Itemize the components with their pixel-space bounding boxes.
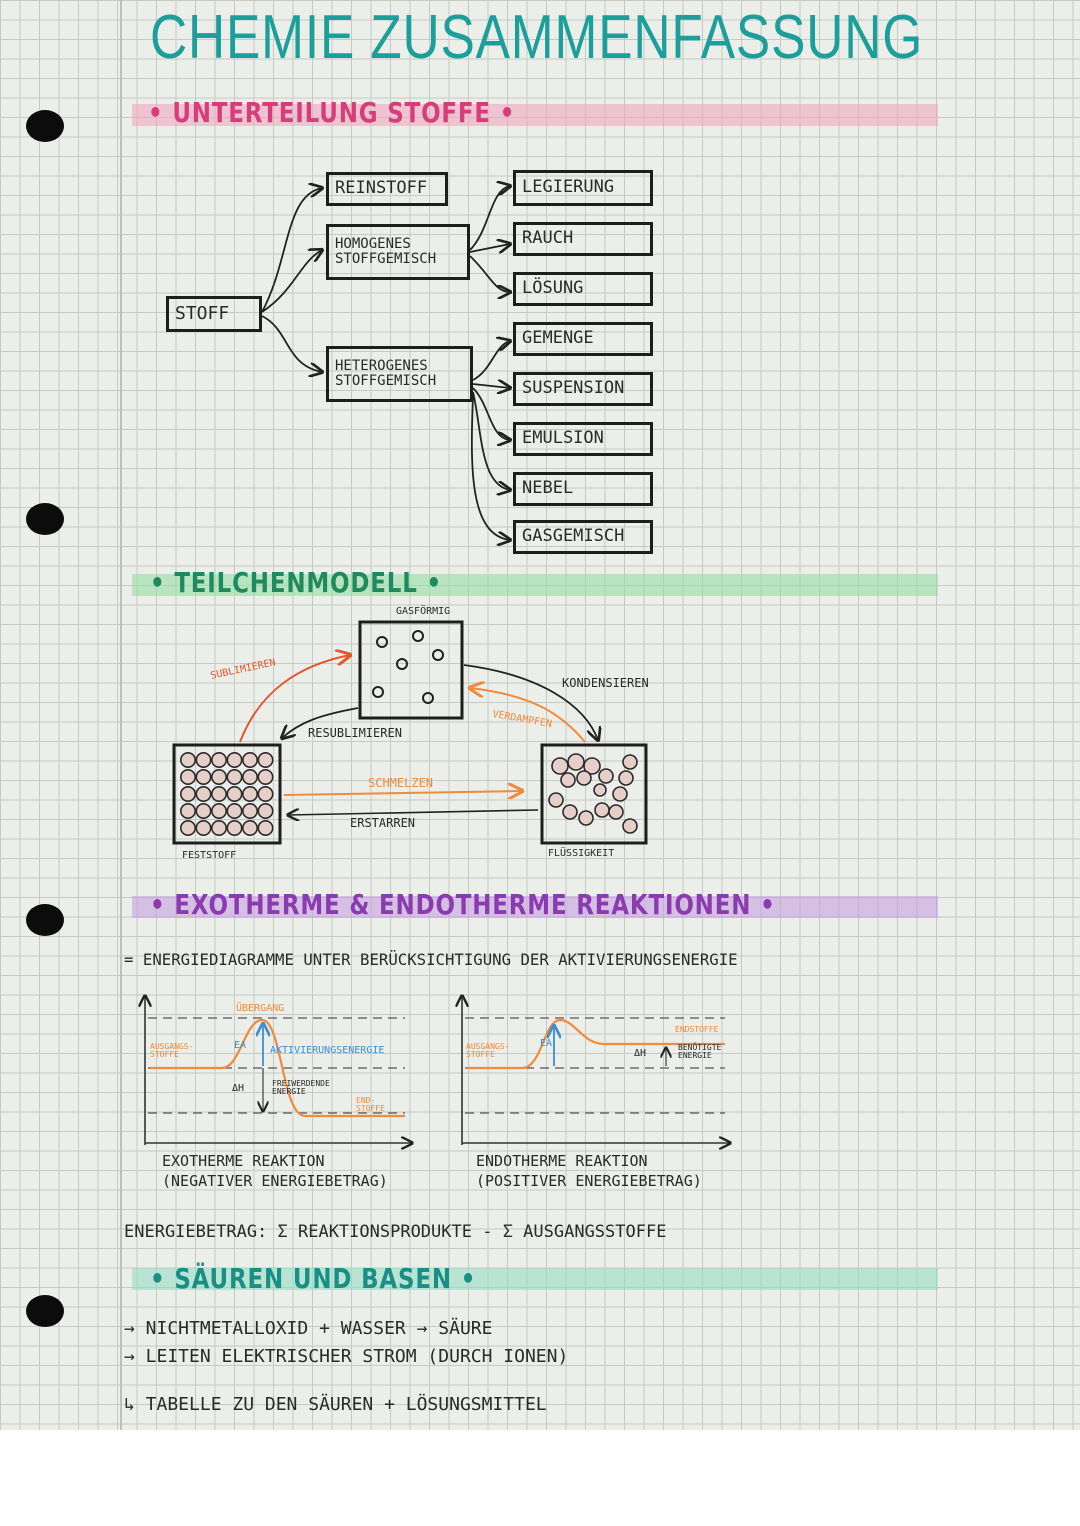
label-exo-ea: EA (234, 1040, 247, 1051)
classification-arrows (261, 0, 1080, 1430)
solid-particle (257, 802, 274, 819)
solid-particle (195, 819, 212, 836)
box-gemenge: GEMENGE (513, 322, 653, 356)
box-heterogenes-stoffgemisch: HETEROGENES STOFFGEMISCH (326, 346, 473, 402)
saeuren-line-3: ↳ TABELLE ZU DEN SÄUREN + LÖSUNGSMITTEL (124, 1394, 547, 1415)
endo-caption-line2: (POSITIVER ENERGIEBETRAG) (476, 1171, 702, 1190)
box-stoff: STOFF (166, 296, 262, 332)
section-heading-reaktionen: • EXOTHERME & ENDOTHERME REAKTIONEN • (150, 888, 776, 921)
solid-particle (180, 802, 197, 819)
heading-highlight (132, 896, 938, 918)
saeuren-line-2: → LEITEN ELEKTRISCHER STROM (DURCH IONEN… (124, 1346, 569, 1367)
solid-particle (226, 751, 243, 768)
label-aktivierungsenergie: AKTIVIERUNGSENERGIE (270, 1045, 385, 1056)
label-erstarren: ERSTARREN (350, 816, 416, 830)
label-feststoff: FESTSTOFF (182, 850, 237, 861)
solid-particle (226, 802, 243, 819)
section-heading-teilchen: • TEILCHENMODELL • (150, 566, 442, 599)
endo-caption-line1: ENDOTHERME REAKTION (476, 1152, 648, 1170)
label-benoetigte-energie: BENÖTIGTE ENERGIE (678, 1043, 722, 1060)
box-loesung: LÖSUNG (513, 272, 653, 306)
punch-hole (26, 904, 64, 936)
solid-particle (211, 819, 228, 836)
solid-particle (257, 768, 274, 785)
heading-highlight (132, 574, 938, 596)
energy-diagrams (0, 0, 1080, 1430)
label-uebergang: ÜBERGANG (236, 1003, 285, 1014)
label-exo-endstoffe: END-STOFFE (356, 1096, 385, 1113)
solid-particle (226, 819, 243, 836)
solid-particle (242, 785, 259, 802)
label-schmelzen: SCHMELZEN (368, 776, 434, 790)
label-endo-dh: ΔH (634, 1048, 647, 1059)
solid-particle (195, 785, 212, 802)
solid-particle (195, 802, 212, 819)
solid-particle (226, 785, 243, 802)
saeuren-line-1: → NICHTMETALLOXID + WASSER → SÄURE (124, 1318, 493, 1339)
solid-particle (195, 768, 212, 785)
exo-caption-line1: EXOTHERME REAKTION (162, 1152, 325, 1170)
box-legierung: LEGIERUNG (513, 170, 653, 206)
margin-line (120, 0, 122, 1430)
label-fluessigkeit: FLÜSSIGKEIT (548, 848, 615, 859)
exo-caption: EXOTHERME REAKTION (NEGATIVER ENERGIEBET… (162, 1152, 388, 1191)
solid-particle (257, 819, 274, 836)
box-gasgemisch: GASGEMISCH (513, 520, 653, 554)
heading-highlight (132, 104, 938, 126)
box-line: HETEROGENES (335, 358, 428, 375)
label-exo-dh: ΔH (232, 1083, 245, 1094)
solid-particle (211, 751, 228, 768)
exo-caption-line2: (NEGATIVER ENERGIEBETRAG) (162, 1171, 388, 1190)
solid-particle (211, 768, 228, 785)
particle-model-diagram (172, 620, 648, 845)
solid-particle (211, 802, 228, 819)
label-endo-endstoffe: ENDSTOFFE (675, 1025, 719, 1034)
solid-particle (242, 751, 259, 768)
solid-particle (226, 768, 243, 785)
section-heading-saeuren: • SÄUREN UND BASEN • (150, 1262, 477, 1295)
solid-particle (211, 785, 228, 802)
label-endo-ausgangsstoffe: AUSGANGS-STOFFE (466, 1042, 510, 1059)
solid-particle (257, 751, 274, 768)
section-heading-stoffe: • UNTERTEILUNG STOFFE • (148, 96, 516, 129)
solid-particle (257, 785, 274, 802)
endo-caption: ENDOTHERME REAKTION (POSITIVER ENERGIEBE… (476, 1152, 702, 1191)
punch-hole (26, 503, 64, 535)
box-nebel: NEBEL (513, 472, 653, 506)
box-rauch: RAUCH (513, 222, 653, 256)
reaktionen-subtitle: = ENERGIEDIAGRAMME UNTER BERÜCKSICHTIGUN… (124, 950, 738, 969)
solid-particle (195, 751, 212, 768)
label-exo-ausgangsstoffe: AUSGANGS-STOFFE (150, 1042, 194, 1059)
energiebetrag-formula: ENERGIEBETRAG: Σ REAKTIONSPRODUKTE - Σ A… (124, 1222, 667, 1242)
solid-particle (180, 819, 197, 836)
solid-particle (180, 768, 197, 785)
heading-highlight (132, 1268, 938, 1290)
box-emulsion: EMULSION (513, 422, 653, 456)
box-homogenes-stoffgemisch: HOMOGENES STOFFGEMISCH (326, 224, 470, 280)
punch-hole (26, 110, 64, 142)
label-gasfoermig: GASFÖRMIG (396, 606, 451, 617)
box-line: STOFFGEMISCH (335, 373, 437, 389)
label-endo-ea: EA (540, 1038, 553, 1049)
box-suspension: SUSPENSION (513, 372, 653, 406)
box-line: HOMOGENES (335, 236, 411, 253)
notebook-page: CHEMIE ZUSAMMENFASSUNG • UNTERTEILUNG ST… (0, 0, 1080, 1430)
solid-particle (180, 751, 197, 768)
label-freiwerdende-energie: FREIWERDENDE ENERGIE (272, 1079, 330, 1096)
box-line: STOFFGEMISCH (335, 251, 437, 267)
page-title: CHEMIE ZUSAMMENFASSUNG (150, 3, 924, 72)
label-resublimieren: RESUBLIMIEREN (308, 726, 402, 740)
solid-particle (242, 768, 259, 785)
punch-hole (26, 1295, 64, 1327)
solid-particle (242, 819, 259, 836)
label-kondensieren: KONDENSIEREN (562, 676, 649, 690)
solid-particle (242, 802, 259, 819)
solid-particle (180, 785, 197, 802)
box-reinstoff: REINSTOFF (326, 172, 448, 206)
